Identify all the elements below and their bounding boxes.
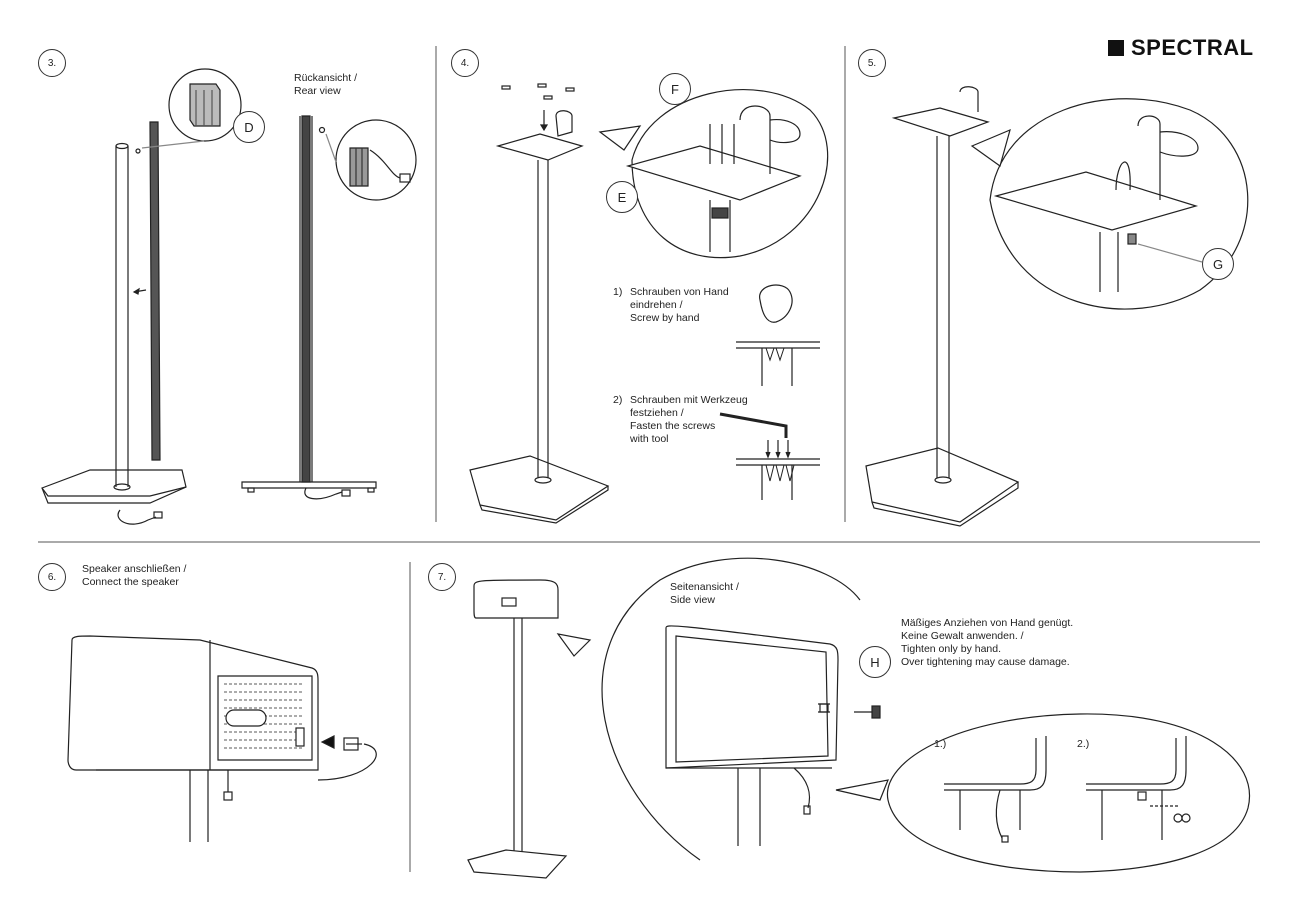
step7-detail1-label: 1.)	[934, 738, 947, 750]
step4-part-e: E	[606, 181, 638, 213]
step4-sub1-index: 1)	[613, 286, 623, 298]
step3-zoom-d	[141, 68, 242, 149]
step5-number: 5.	[858, 49, 886, 77]
step4-sub2-line3: Fasten the screws	[630, 420, 716, 432]
panel-dividers	[38, 46, 1260, 872]
step3-rear-view-en: Rear view	[294, 85, 341, 97]
step5-zoom	[970, 98, 1249, 310]
step7-part-h: H	[859, 646, 891, 678]
logo-square-icon	[1108, 40, 1124, 56]
step5-stand	[865, 86, 1020, 527]
step7-note-line4: Over tightening may cause damage.	[901, 656, 1070, 668]
step6-title-en: Connect the speaker	[82, 576, 179, 588]
step7-side-view-de: Seitenansicht /	[670, 581, 739, 593]
step3-stand	[41, 121, 187, 525]
step7-note-line2: Keine Gewalt anwenden. /	[901, 630, 1024, 642]
step6-title-de: Speaker anschließen /	[82, 563, 187, 575]
step4-zoom	[598, 89, 829, 259]
step6-number: 6.	[38, 563, 66, 591]
step3-part-d: D	[233, 111, 265, 143]
step4-sub2-index: 2)	[613, 394, 623, 406]
step4-sub1-line1: Schrauben von Hand	[630, 286, 729, 298]
step4-number: 4.	[451, 49, 479, 77]
step5-part-g: G	[1202, 248, 1234, 280]
step3-rear-zoom	[325, 119, 417, 201]
step4-sub1-line2: eindrehen /	[630, 299, 683, 311]
step7-number: 7.	[428, 563, 456, 591]
step7-stand	[467, 579, 568, 879]
step4-part-f: F	[659, 73, 691, 105]
step7-note-line1: Mäßiges Anziehen von Hand genügt.	[901, 617, 1074, 629]
step4-sub2-line4: with tool	[630, 433, 669, 445]
step3-number: 3.	[38, 49, 66, 77]
step4-sub1-line3: Screw by hand	[630, 312, 700, 324]
step7-detail2-label: 2.)	[1077, 738, 1090, 750]
step7-detail-zoom	[835, 713, 1251, 873]
step3-rear-stand	[241, 115, 377, 500]
step4-stand	[469, 83, 610, 524]
step7-note-line3: Tighten only by hand.	[901, 643, 1002, 655]
step4-tool-detail	[719, 412, 820, 500]
step7-zoom	[556, 557, 881, 861]
step4-sub2-line1: Schrauben mit Werkzeug	[630, 394, 748, 406]
step4-sub2-line2: festziehen /	[630, 407, 684, 419]
step6-speaker	[67, 635, 377, 842]
brand-name: SPECTRAL	[1131, 35, 1254, 60]
step4-hand-detail	[736, 284, 820, 386]
step7-side-view-en: Side view	[670, 594, 715, 606]
brand-logo: SPECTRAL	[1108, 35, 1254, 61]
step3-rear-view-de: Rückansicht /	[294, 72, 358, 84]
